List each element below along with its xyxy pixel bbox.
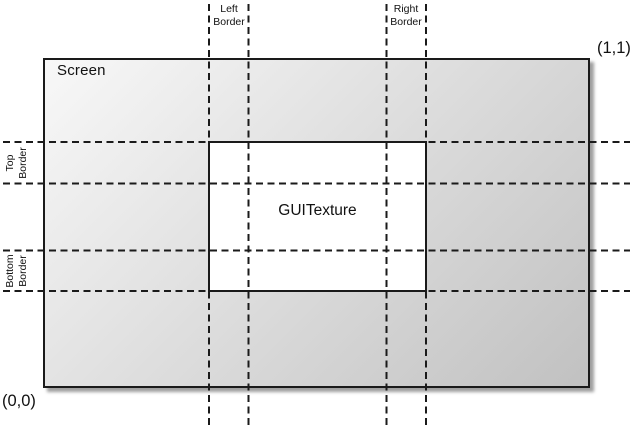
- coord-top-right-label: (1,1): [597, 39, 631, 57]
- bottom-border-label-line2: Border: [17, 255, 29, 287]
- left-border-label-line1: Left: [220, 3, 238, 15]
- top-border-label-line2: Border: [17, 147, 29, 179]
- screen-label: Screen: [57, 62, 106, 79]
- left-border-label: Left Border: [198, 3, 260, 29]
- right-border-label-line2: Border: [390, 16, 422, 28]
- top-border-label: Top Border: [4, 132, 30, 194]
- bottom-border-label: Bottom Border: [4, 240, 30, 302]
- left-border-label-line2: Border: [213, 16, 245, 28]
- guitexture-label: GUITexture: [278, 202, 357, 219]
- bottom-border-label-line1: Bottom: [4, 254, 16, 288]
- top-border-label-line1: Top: [4, 154, 16, 172]
- right-border-label-line1: Right: [393, 3, 419, 15]
- guitexture-rect: [208, 141, 427, 292]
- right-border-label: Right Border: [375, 3, 437, 29]
- coord-bottom-left-label: (0,0): [2, 392, 36, 410]
